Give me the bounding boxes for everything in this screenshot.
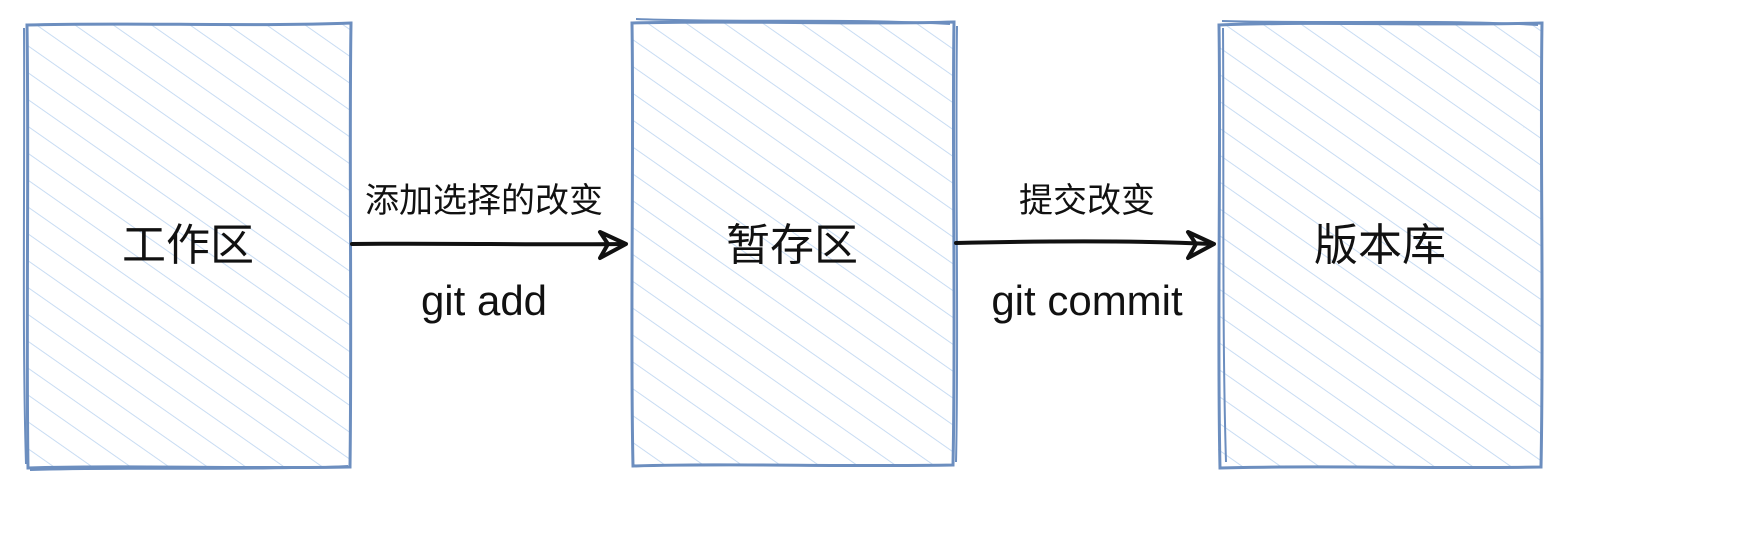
working-area-hatch xyxy=(27,24,351,468)
git-commit-description: 提交改变 xyxy=(1019,181,1155,221)
git-add-description: 添加选择的改变 xyxy=(365,181,603,221)
working-area-label: 工作区 xyxy=(122,220,254,271)
staging-area-hatch xyxy=(632,22,954,466)
git-add-arrow-head xyxy=(598,230,628,260)
git-add-arrow: 添加选择的改变 git add xyxy=(350,181,628,324)
repository-outline-sketch xyxy=(1221,20,1539,463)
staging-area-outline xyxy=(630,20,956,468)
git-commit-arrow-line xyxy=(954,239,1214,246)
git-add-arrow-line xyxy=(350,241,626,247)
git-commit-arrow-head xyxy=(1186,230,1216,260)
git-commit-arrow: 提交改变 git commit xyxy=(954,181,1216,324)
git-add-command: git add xyxy=(421,277,547,324)
staging-area-box: 暂存区 xyxy=(630,18,959,468)
staging-area-label: 暂存区 xyxy=(726,220,858,271)
repository-label: 版本库 xyxy=(1314,220,1446,271)
working-area-box: 工作区 xyxy=(22,21,353,471)
working-area-outline-sketch xyxy=(22,27,349,471)
working-area-outline xyxy=(25,21,353,470)
repository-box: 版本库 xyxy=(1217,20,1544,470)
staging-area-outline-sketch xyxy=(635,18,959,463)
repository-hatch xyxy=(1218,24,1542,468)
git-commit-command: git commit xyxy=(991,277,1183,324)
repository-outline xyxy=(1217,21,1544,470)
